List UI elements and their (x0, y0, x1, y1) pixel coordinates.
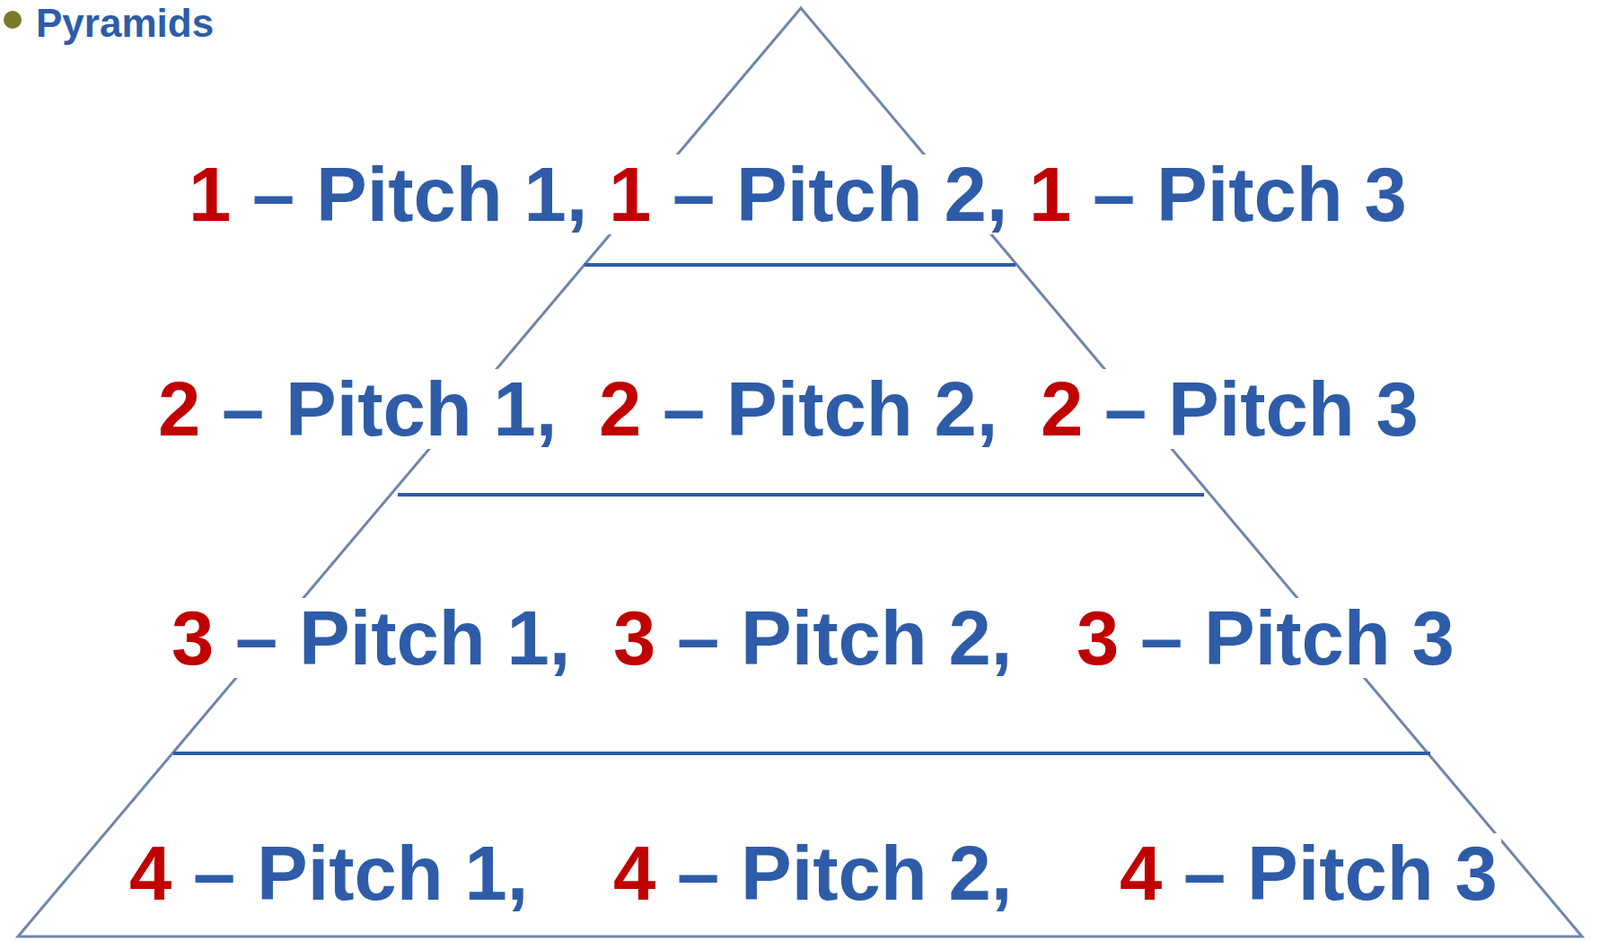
pitch-group: 3– Pitch 3 (1072, 597, 1459, 678)
pyramid-tier: 2– Pitch 1,2– Pitch 2,2– Pitch 3 (0, 264, 1600, 495)
count-number: 4 (613, 830, 656, 916)
count-number: 2 (598, 366, 642, 452)
count-number: 4 (129, 830, 172, 916)
pitch-group: 2– Pitch 3 (1037, 369, 1423, 449)
tier-divider (173, 751, 1431, 756)
pitch-group: 4– Pitch 3 (1116, 833, 1502, 914)
count-number: 3 (171, 595, 214, 681)
pitch-group: 2– Pitch 2, (595, 369, 1002, 449)
pyramid-tier: 1– Pitch 1,1– Pitch 2,1– Pitch 3 (0, 8, 1600, 265)
pitch-group: 2– Pitch 1, (154, 369, 561, 449)
slide-title: Pyramids (35, 3, 214, 44)
pyramid-triangle (17, 8, 1583, 937)
pitch-group: 1– Pitch 3 (1025, 154, 1411, 235)
pitch-group: 3– Pitch 1, (167, 597, 574, 678)
pitch-label: – Pitch 2, (676, 830, 1012, 916)
pitch-group: 4– Pitch 2, (609, 833, 1016, 914)
count-number: 2 (1040, 366, 1083, 452)
count-number: 1 (608, 151, 651, 238)
tier-divider (584, 263, 1016, 267)
pitch-label: – Pitch 3 (1140, 595, 1455, 681)
pitch-label: – Pitch 2, (662, 366, 998, 452)
pitch-label: – Pitch 1, (193, 830, 528, 916)
count-number: 2 (158, 366, 201, 452)
pitch-group: 1– Pitch 1, (184, 154, 591, 235)
pyramid-tier: 4– Pitch 1,4– Pitch 2,4– Pitch 3 (0, 753, 1600, 937)
pitch-label: – Pitch 3 (1104, 366, 1419, 452)
pyramid-tier: 3– Pitch 1,3– Pitch 2,3– Pitch 3 (0, 494, 1600, 754)
count-number: 1 (188, 151, 231, 238)
count-number: 3 (1076, 595, 1119, 681)
pitch-label: – Pitch 3 (1092, 151, 1407, 238)
pitch-label: – Pitch 1, (235, 595, 571, 681)
pitch-label: – Pitch 3 (1183, 830, 1498, 916)
tier-divider (397, 492, 1205, 497)
pitch-group: 1– Pitch 2, (605, 154, 1011, 235)
count-number: 4 (1119, 830, 1162, 916)
pitch-label: – Pitch 1, (252, 151, 588, 238)
pitch-label: – Pitch 1, (221, 366, 557, 452)
pitch-group: 3– Pitch 2, (609, 597, 1016, 678)
count-number: 3 (613, 595, 656, 681)
bullet-dot (3, 10, 22, 29)
count-number: 1 (1028, 151, 1072, 238)
pitch-label: – Pitch 2, (676, 595, 1012, 681)
pitch-group: 4– Pitch 1, (125, 833, 532, 914)
pitch-label: – Pitch 2, (672, 151, 1008, 238)
